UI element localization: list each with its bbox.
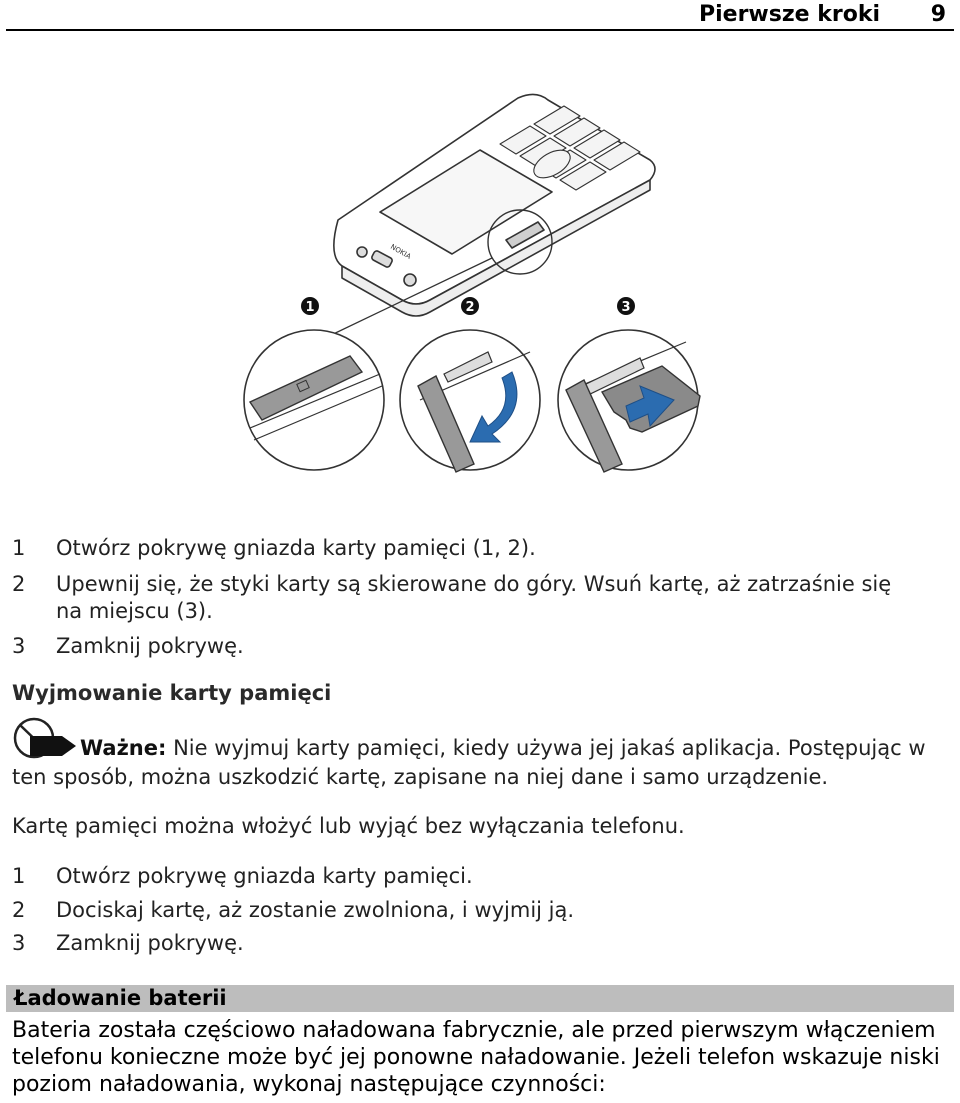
insert-step-2-continuation: na miejscu (3). [12,597,213,625]
section-header-title: Pierwsze kroki [698,2,880,27]
magnifier-circle [487,209,553,275]
step-number: 3 [12,931,26,955]
step-text: Otwórz pokrywę gniazda karty pamięci. [56,864,473,888]
page-number: 9 [930,2,946,27]
step-text: Zamknij pokrywę. [56,634,244,658]
removal-section-title: Wyjmowanie karty pamięci [12,681,332,705]
battery-line-1: Bateria została częściowo naładowana fab… [12,1018,936,1043]
note-text-line2: ten sposób, można uszkodzić kartę, zapis… [12,765,829,789]
callout-label-2: 2 [465,300,474,315]
detail-circle-2 [399,329,541,473]
step-number: 1 [12,536,26,560]
rotate-arrow-icon [469,371,518,443]
detail-circle-1 [243,329,385,471]
step-number: 2 [12,572,26,596]
battery-section-bar: Ładowanie baterii [6,985,954,1012]
battery-line-3: poziom naładowania, wykonaj następujące … [12,1072,606,1097]
removal-step-1: 1 Otwórz pokrywę gniazda karty pamięci. [12,862,473,890]
insert-step-2: 2 Upewnij się, że styki karty są skierowa… [12,570,891,598]
step-number: 3 [12,634,26,658]
callout-badge-1 [301,297,319,315]
insert-arrow-icon [625,385,675,428]
step-text: na miejscu (3). [56,599,213,623]
battery-line-2: telefonu konieczne może być jej ponowne … [12,1045,940,1070]
battery-paragraph: Bateria została częściowo naładowana fab… [12,1017,952,1098]
callout-badge-2 [461,297,479,315]
removal-step-2: 2 Dociskaj kartę, aż zostanie zwolniona, … [12,896,574,924]
detail-circle-3 [557,329,701,473]
step-text: Upewnij się, że styki karty są skierowan… [56,572,892,596]
important-note: Ważne: Nie wyjmuj karty pamięci, kiedy u… [12,734,952,792]
step-text: Zamknij pokrywę. [56,931,244,955]
insert-step-3: 3 Zamknij pokrywę. [12,632,244,660]
removal-paragraph: Kartę pamięci można włożyć lub wyjąć bez… [12,814,685,838]
removal-step-3: 3 Zamknij pokrywę. [12,929,244,957]
step-text: Dociskaj kartę, aż zostanie zwolniona, i… [56,898,575,922]
page-header: Pierwsze kroki 9 [6,0,954,31]
step-number: 1 [12,864,26,888]
callout-label-3: 3 [621,300,630,315]
insert-step-1: 1 Otwórz pokrywę gniazda karty pamięci (1… [12,534,536,562]
note-label: Ważne: [80,736,167,760]
callout-label-1: 1 [305,300,314,315]
battery-section-title: Ładowanie baterii [14,986,227,1010]
step-text: Otwórz pokrywę gniazda karty pamięci (1,… [56,536,536,560]
warning-hand-icon [13,717,76,759]
memory-card-illustration: NOKIA 1 2 3 [243,93,701,473]
step-number: 2 [12,898,26,922]
note-text-line1: Nie wyjmuj karty pamięci, kiedy używa je… [166,736,926,760]
callout-badge-3 [617,297,635,315]
